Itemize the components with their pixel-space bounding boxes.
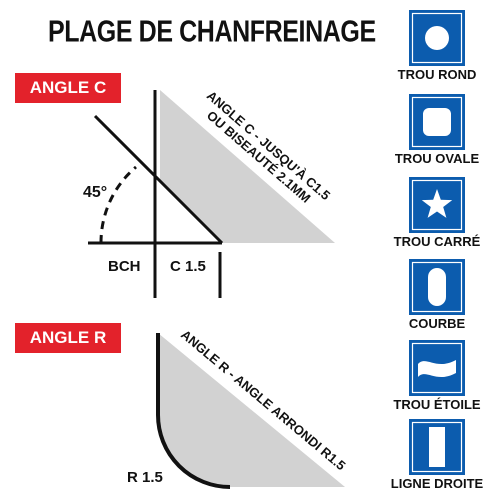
shape-option-ligne-droite: LIGNE DROITE	[375, 419, 499, 491]
shape-label: TROU CARRÉ	[393, 234, 481, 249]
shape-label: LIGNE DROITE	[390, 476, 484, 491]
star-icon	[409, 177, 465, 233]
angle-arc	[99, 165, 137, 244]
shape-option-courbe: COURBE	[375, 259, 499, 331]
shape-label: TROU ÉTOILE	[393, 397, 481, 412]
shape-options-column: TROU ROND TROU OVALE TROU CARRÉ COURBE	[375, 0, 499, 500]
chamfer-line	[93, 114, 224, 245]
shape-option-trou-etoile: TROU ÉTOILE	[375, 340, 499, 412]
angle-r-profile	[158, 333, 345, 487]
shape-label: COURBE	[408, 316, 466, 331]
shape-option-trou-rond: TROU ROND	[375, 10, 499, 82]
vertical-oval-icon	[409, 259, 465, 315]
wave-icon	[409, 340, 465, 396]
bch-label: BCH	[108, 258, 141, 275]
circle-icon	[409, 10, 465, 66]
angle-c-diagram: 45° BCH C 1.5 ANGLE C - JUSQU'À C1.5 OU …	[83, 88, 335, 298]
vertical-rectangle-icon	[409, 419, 465, 475]
shape-option-trou-carre: TROU CARRÉ	[375, 177, 499, 249]
angle-r-diagram: R 1.5 ANGLE R - ANGLE ARRONDI R1.5	[127, 327, 349, 489]
angle-r-badge: ANGLE R	[15, 323, 121, 353]
rounded-edge-outline	[156, 333, 231, 489]
shape-option-trou-ovale: TROU OVALE	[375, 94, 499, 166]
chamfer-diagrams: 45° BCH C 1.5 ANGLE C - JUSQU'À C1.5 OU …	[83, 88, 349, 489]
page-title: PLAGE DE CHANFREINAGE	[48, 14, 376, 49]
rounded-square-icon	[409, 94, 465, 150]
angle-c-badge: ANGLE C	[15, 73, 121, 103]
angle-c-profile	[160, 90, 335, 243]
shape-label: TROU OVALE	[394, 151, 480, 166]
radius-label: R 1.5	[127, 469, 163, 486]
chamfer-dimension-label: C 1.5	[170, 258, 206, 275]
shape-label: TROU ROND	[397, 67, 477, 82]
angle-label: 45°	[83, 184, 107, 201]
